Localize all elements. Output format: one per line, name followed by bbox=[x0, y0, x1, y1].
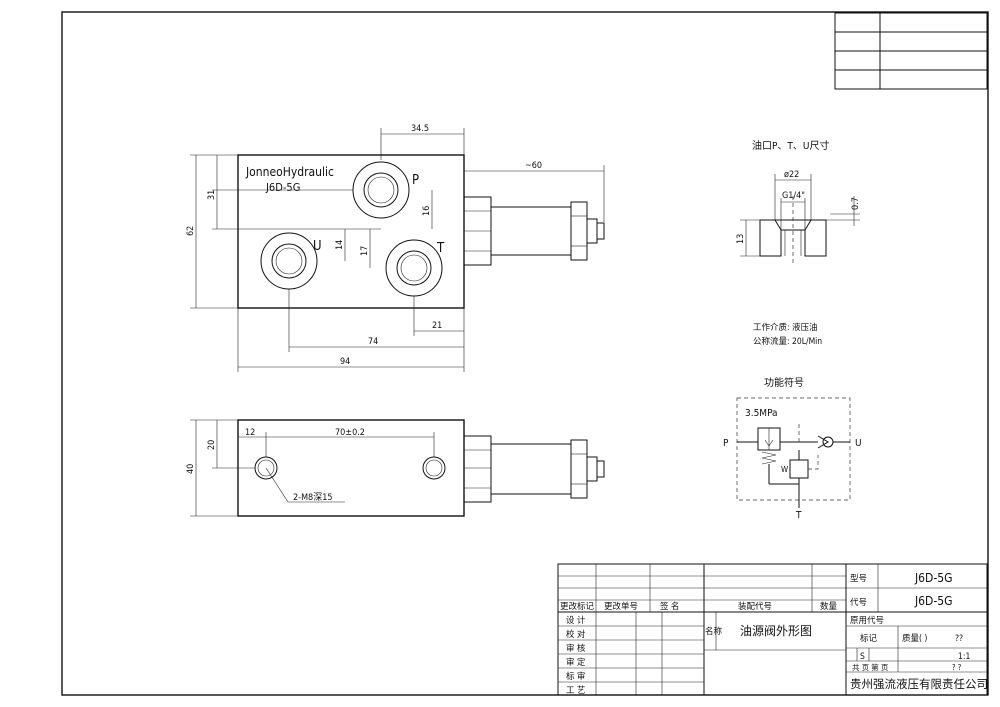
type-label: 型号 bbox=[850, 574, 867, 584]
drawing-name: 油源阀外形图 bbox=[740, 624, 812, 638]
mass-value: ?? bbox=[955, 634, 963, 644]
dim-94: 94 bbox=[340, 357, 350, 367]
symbol-port-u: U bbox=[855, 438, 862, 449]
symbol-pressure: 3.5MPa bbox=[745, 408, 778, 419]
port-t-label: T bbox=[436, 241, 445, 256]
dim-17: 17 bbox=[360, 246, 370, 256]
dim-13: 13 bbox=[736, 234, 746, 244]
model-label: J6D-5G bbox=[265, 181, 300, 194]
dim-60: ~60 bbox=[525, 161, 542, 171]
dim-14: 14 bbox=[335, 240, 345, 250]
symbol-port-p: P bbox=[723, 438, 729, 449]
dim-16: 16 bbox=[422, 206, 432, 216]
code-label: 代号 bbox=[850, 597, 867, 608]
stage-mark: S bbox=[860, 652, 865, 662]
dim-12: 12 bbox=[245, 428, 255, 438]
role-check: 校 对 bbox=[566, 629, 586, 640]
port-u bbox=[260, 232, 318, 290]
sheets-label: 共 页 第 页 bbox=[852, 662, 889, 672]
port-detail: 油口P、T、U尺寸 ø22 G1/4" 0.7 13 bbox=[736, 139, 861, 265]
port-detail-title: 油口P、T、U尺寸 bbox=[752, 139, 830, 152]
name-label: 名称 bbox=[705, 626, 723, 637]
spec-flow: 公称流量: 20L/Min bbox=[753, 336, 822, 347]
role-approve: 审 定 bbox=[566, 657, 586, 668]
rev-header-mark: 更改标记 bbox=[560, 601, 595, 612]
spec-medium: 工作介质: 液压油 bbox=[753, 322, 818, 333]
hole-note: 2-M8深15 bbox=[293, 492, 333, 503]
dim-thread: G1/4" bbox=[782, 191, 805, 201]
dim-74: 74 bbox=[368, 337, 378, 347]
symbol-port-t: T bbox=[795, 510, 802, 521]
type-value: J6D-5G bbox=[914, 571, 953, 585]
side-view: 12 70±0.2 20 40 2-M8深15 bbox=[186, 419, 605, 517]
brand-label: JonneoHydraulic bbox=[245, 165, 334, 179]
scale-value: 1:1 bbox=[958, 652, 970, 662]
rev-header-qty: 数量 bbox=[820, 601, 838, 612]
dim-40: 40 bbox=[186, 464, 196, 474]
role-process: 工 艺 bbox=[566, 686, 585, 696]
revision-corner-table bbox=[834, 12, 988, 90]
port-p bbox=[352, 161, 410, 219]
port-u-label: U bbox=[313, 239, 322, 254]
dim-62: 62 bbox=[186, 226, 196, 236]
dim-21: 21 bbox=[432, 321, 442, 331]
function-symbol: 功能符号 3.5MPa W P U T bbox=[723, 376, 862, 521]
front-view: JonneoHydraulic J6D-5G P U T bbox=[186, 124, 605, 372]
code-value: J6D-5G bbox=[914, 594, 953, 608]
role-review: 审 核 bbox=[566, 643, 586, 654]
pressure-cartridge-front bbox=[463, 196, 605, 266]
sheets-value: ? ? bbox=[952, 663, 962, 672]
port-t bbox=[385, 239, 443, 297]
rev-header-sign: 签 名 bbox=[660, 601, 679, 612]
dim-34-5: 34.5 bbox=[411, 124, 429, 134]
dim-20: 20 bbox=[207, 440, 217, 450]
mark-label: 标记 bbox=[860, 633, 878, 644]
svg-text:W: W bbox=[781, 465, 788, 474]
pressure-cartridge-side bbox=[463, 435, 605, 503]
rev-header-assembly: 装配代号 bbox=[738, 601, 772, 612]
dim-70: 70±0.2 bbox=[335, 428, 365, 438]
rev-header-no: 更改单号 bbox=[604, 601, 638, 612]
dim-0-7: 0.7 bbox=[851, 197, 861, 210]
port-p-label: P bbox=[412, 173, 419, 188]
dim-31: 31 bbox=[207, 190, 217, 200]
mass-label: 质量( ) bbox=[902, 633, 927, 644]
used-code-label: 原用代号 bbox=[850, 615, 884, 626]
role-design: 设 计 bbox=[566, 615, 586, 626]
mounting-hole-right bbox=[422, 456, 446, 480]
dim-d22: ø22 bbox=[784, 170, 799, 180]
title-block: 更改标记 更改单号 签 名 装配代号 数量 型号 J6D-5G 代号 J6D-5… bbox=[557, 563, 988, 696]
role-standard: 标 审 bbox=[566, 671, 585, 682]
symbol-title: 功能符号 bbox=[764, 376, 804, 389]
sheet-border bbox=[61, 11, 989, 696]
company-name: 贵州强流液压有限责任公司 bbox=[850, 677, 988, 691]
